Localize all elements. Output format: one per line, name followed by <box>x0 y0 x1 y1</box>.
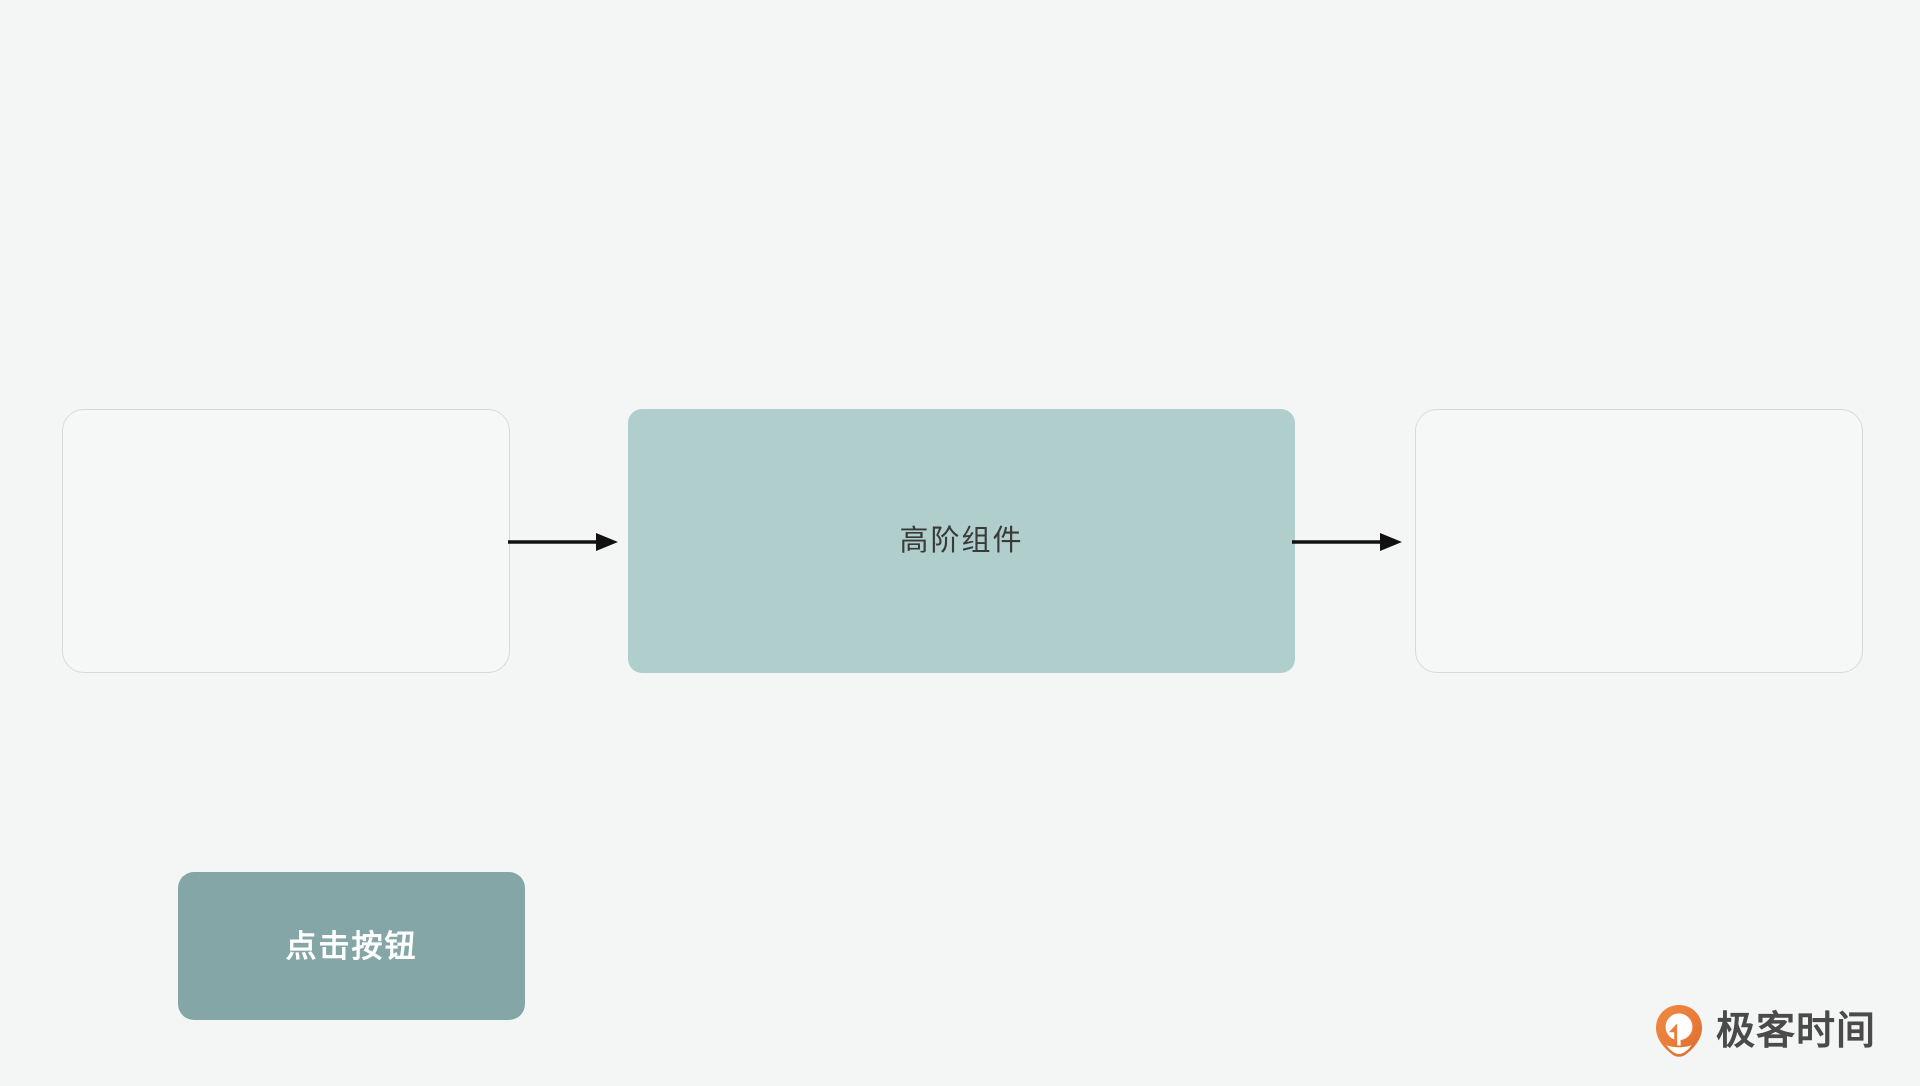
plain-button[interactable]: 点击按钮 <box>178 872 525 1020</box>
brand-watermark: 极客时间 <box>1655 1000 1895 1062</box>
arrow-right-icon-2 <box>1292 533 1402 551</box>
right-card-container: 点击按钮 <box>1415 409 1863 673</box>
left-card-container: 点击按钮 <box>62 409 525 1020</box>
plain-button-label: 点击按钮 <box>285 928 418 964</box>
higher-order-component-box: 高阶组件 <box>628 409 1295 673</box>
geektime-logo-icon <box>1656 1005 1702 1057</box>
arrow-right-icon-1 <box>508 533 618 551</box>
higher-order-component-label: 高阶组件 <box>899 524 1024 557</box>
brand-name-label: 极客时间 <box>1716 1009 1877 1053</box>
